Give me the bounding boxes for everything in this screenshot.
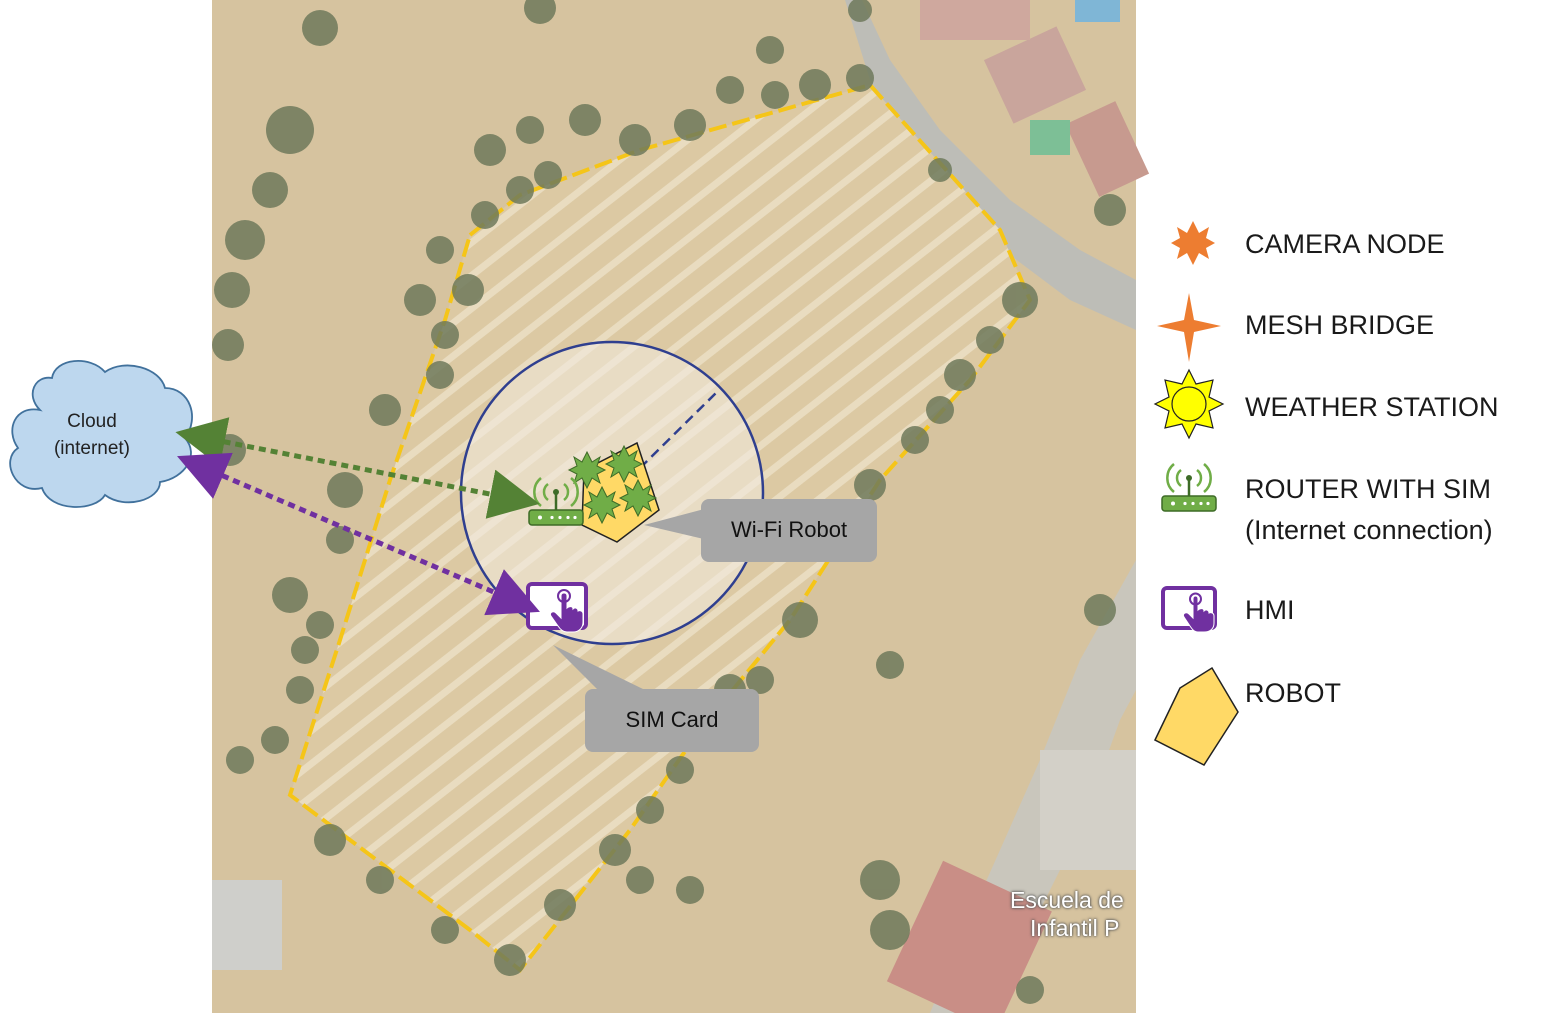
cloud-label: Cloud (internet)	[32, 408, 152, 462]
house-roof	[920, 0, 1030, 40]
building-roof	[1040, 750, 1136, 870]
legend-hmi-label: HMI	[1245, 595, 1295, 625]
legend-router-icon	[1161, 463, 1217, 512]
legend-camera-node-icon	[1171, 221, 1215, 265]
camera-node-icon	[604, 444, 644, 484]
legend-robot-label: ROBOT	[1245, 678, 1342, 708]
callout-pointer	[644, 508, 708, 540]
pool-area	[1030, 120, 1070, 155]
camera-node-icon	[567, 450, 607, 490]
legend-weather-station-label: WEATHER STATION	[1245, 392, 1499, 422]
wifi-robot-callout	[701, 499, 877, 562]
legend-router-label-line2: (Internet connection)	[1245, 515, 1493, 545]
sim-card-callout	[585, 689, 759, 752]
wifi-robot-callout-label: Wi-Fi Robot	[730, 517, 848, 542]
legend-weather-station-icon	[1153, 368, 1225, 440]
camera-node-icon	[582, 485, 622, 525]
cloud-hmi-link	[177, 452, 540, 616]
coverage-radius-line	[639, 392, 717, 469]
legend-mesh-bridge-label: MESH BRIDGE	[1245, 310, 1435, 340]
hmi-tablet-icon	[526, 582, 588, 633]
map-place-label-line2: Infantil P	[1030, 915, 1120, 941]
school-roof	[886, 860, 1052, 1013]
callout-pointer	[553, 645, 645, 692]
legend-mesh-bridge-icon	[1157, 293, 1221, 362]
cloud-label-line1: Cloud	[67, 411, 117, 432]
legend-robot-icon	[1154, 666, 1239, 766]
camera-node-cluster	[567, 444, 658, 525]
legend	[1153, 221, 1239, 766]
road	[845, 0, 1136, 330]
camera-node-icon	[618, 478, 658, 518]
legend-camera-node-label: CAMERA NODE	[1245, 229, 1445, 259]
map-place-label-line1: Escuela de	[1010, 887, 1124, 913]
cloud-label-line2: (internet)	[53, 438, 131, 459]
house-roof	[983, 26, 1087, 124]
swimming-pool	[1075, 0, 1120, 22]
sim-card-callout-label: SIM Card	[625, 707, 719, 732]
building-roof	[212, 880, 282, 970]
house-roof	[1065, 101, 1150, 197]
legend-router-label-line1: ROUTER WITH SIM	[1245, 474, 1491, 504]
legend-hmi-icon	[1161, 586, 1217, 633]
